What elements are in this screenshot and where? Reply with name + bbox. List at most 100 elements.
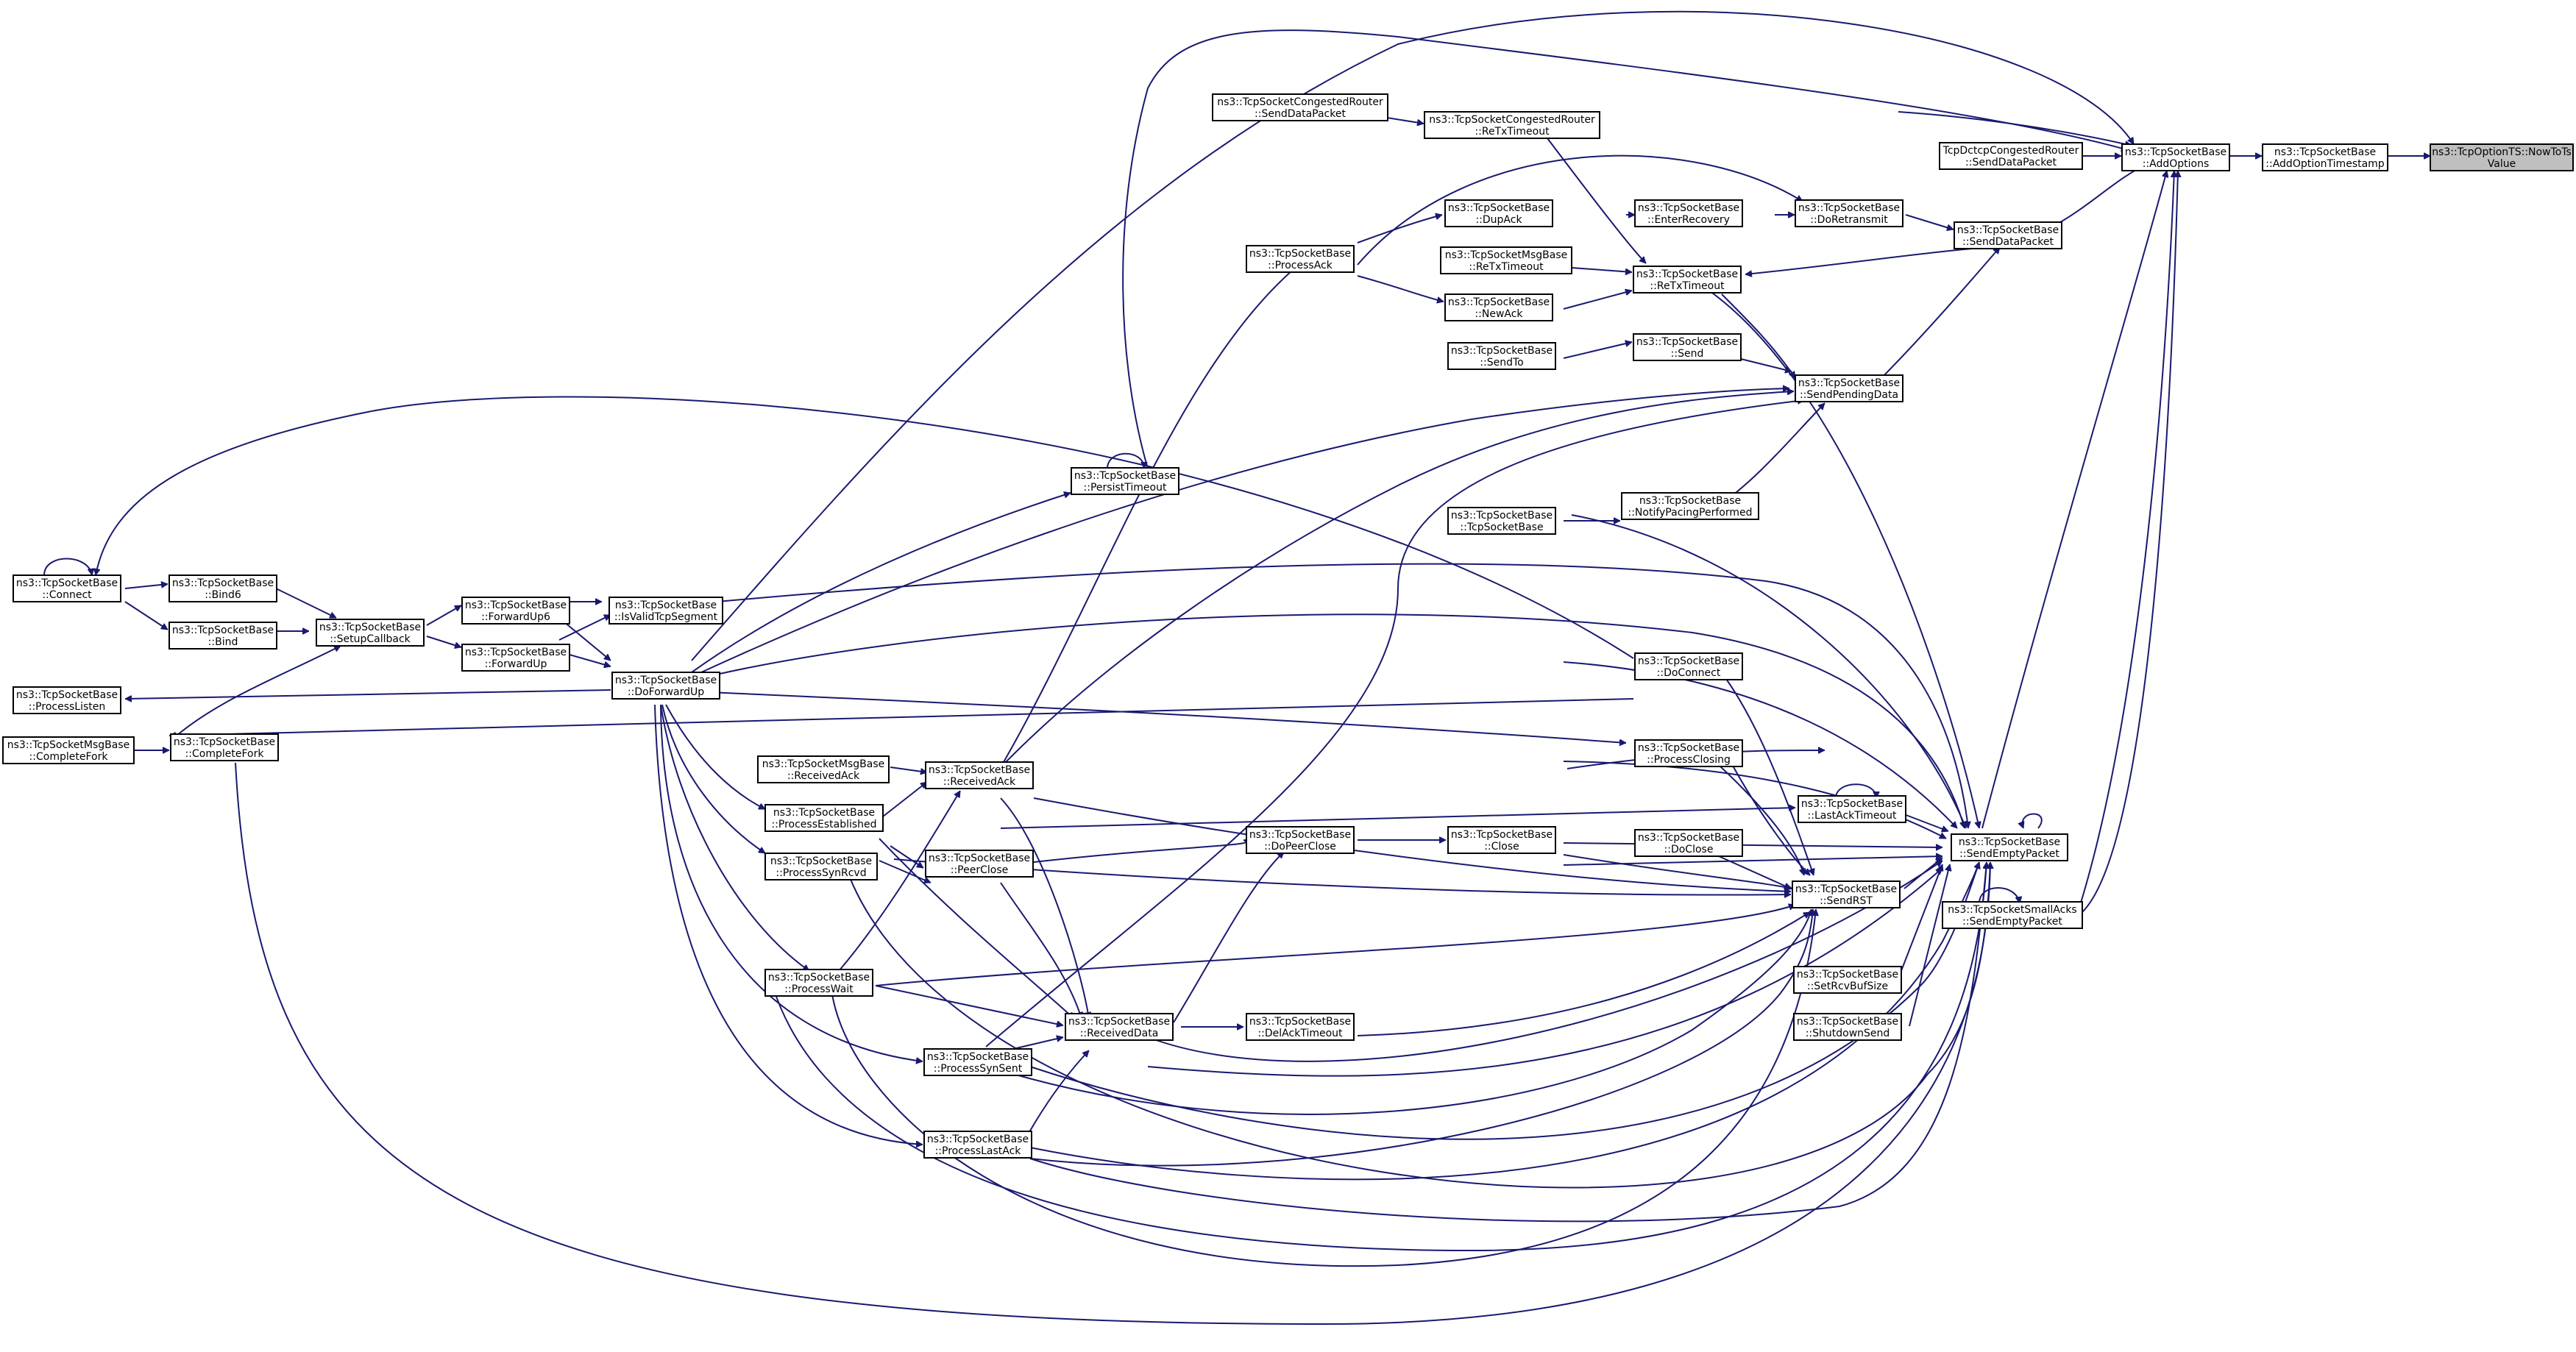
node-processsynsent[interactable]: ns3::TcpSocketBase ::ProcessSynSent xyxy=(923,1048,1032,1076)
node-sendpendingdata-line2: ::SendPendingData xyxy=(1800,389,1898,401)
node-processclosing-line2: ::ProcessClosing xyxy=(1647,754,1731,766)
node-processclosing[interactable]: ns3::TcpSocketBase ::ProcessClosing xyxy=(1634,739,1743,767)
node-dctcp-send[interactable]: TcpDctcpCongestedRouter ::SendDataPacket xyxy=(1939,142,2083,170)
node-close-line2: ::Close xyxy=(1484,841,1519,853)
node-msg-retx-line1: ns3::TcpSocketMsgBase xyxy=(1445,249,1567,261)
node-persisttimeout-line2: ::PersistTimeout xyxy=(1084,482,1167,494)
node-doforwardup-line2: ::DoForwardUp xyxy=(628,686,704,698)
node-enterrecovery[interactable]: ns3::TcpSocketBase ::EnterRecovery xyxy=(1634,199,1743,227)
call-graph-nodes: ns3::TcpOptionTS::NowToTs Value ns3::Tcp… xyxy=(2,93,2574,1159)
node-delacktimeout-line2: ::DelAckTimeout xyxy=(1257,1028,1343,1039)
node-sendrst-line2: ::SendRST xyxy=(1820,895,1873,907)
node-delacktimeout-line1: ns3::TcpSocketBase xyxy=(1249,1016,1351,1028)
node-nowtots-line2: Value xyxy=(2488,158,2516,170)
node-nowtots[interactable]: ns3::TcpOptionTS::NowToTs Value xyxy=(2430,143,2574,171)
node-processack-line2: ::ProcessAck xyxy=(1268,260,1333,271)
node-forwardup-line1: ns3::TcpSocketBase xyxy=(465,647,567,658)
node-peerclose-line1: ns3::TcpSocketBase xyxy=(929,853,1030,864)
node-dupack-line2: ::DupAck xyxy=(1475,214,1522,226)
node-isvalidtcpsegment[interactable]: ns3::TcpSocketBase ::IsValidTcpSegment xyxy=(608,597,723,625)
node-cr-retx[interactable]: ns3::TcpSocketCongestedRouter ::ReTxTime… xyxy=(1424,111,1600,139)
node-peerclose[interactable]: ns3::TcpSocketBase ::PeerClose xyxy=(925,850,1034,878)
node-cr-retx-line1: ns3::TcpSocketCongestedRouter xyxy=(1429,114,1595,126)
node-newack-line2: ::NewAck xyxy=(1475,308,1523,320)
node-dupack-line1: ns3::TcpSocketBase xyxy=(1448,202,1550,214)
node-lastacktimeout[interactable]: ns3::TcpSocketBase ::LastAckTimeout xyxy=(1798,795,1906,823)
node-processack-line1: ns3::TcpSocketBase xyxy=(1249,248,1351,260)
node-forwardup6[interactable]: ns3::TcpSocketBase ::ForwardUp6 xyxy=(461,597,570,625)
node-processsynsent-line2: ::ProcessSynSent xyxy=(934,1063,1023,1075)
node-addoptions[interactable]: ns3::TcpSocketBase ::AddOptions xyxy=(2121,143,2230,171)
node-setrcvbufsize[interactable]: ns3::TcpSocketBase ::SetRcvBufSize xyxy=(1793,966,1902,994)
node-doclose[interactable]: ns3::TcpSocketBase ::DoClose xyxy=(1634,829,1743,857)
node-processsynrcvd-line1: ns3::TcpSocketBase xyxy=(770,855,872,867)
node-processwait-line1: ns3::TcpSocketBase xyxy=(768,972,870,983)
node-retxtimeout-line2: ::ReTxTimeout xyxy=(1650,280,1725,292)
node-doretransmit[interactable]: ns3::TcpSocketBase ::DoRetransmit xyxy=(1795,199,1903,227)
node-bind[interactable]: ns3::TcpSocketBase ::Bind xyxy=(168,622,277,650)
node-dopeerclose-line1: ns3::TcpSocketBase xyxy=(1249,829,1351,841)
node-shutdownsend[interactable]: ns3::TcpSocketBase ::ShutdownSend xyxy=(1793,1013,1902,1041)
node-senddatapacket[interactable]: ns3::TcpSocketBase ::SendDataPacket xyxy=(1954,221,2062,249)
node-cr-send-line2: ::SendDataPacket xyxy=(1255,108,1346,120)
node-processestablished[interactable]: ns3::TcpSocketBase ::ProcessEstablished xyxy=(764,804,884,832)
node-connect[interactable]: ns3::TcpSocketBase ::Connect xyxy=(13,574,121,602)
node-newack-line1: ns3::TcpSocketBase xyxy=(1448,296,1550,308)
node-forwardup[interactable]: ns3::TcpSocketBase ::ForwardUp xyxy=(461,644,570,672)
node-processlastack[interactable]: ns3::TcpSocketBase ::ProcessLastAck xyxy=(923,1131,1032,1159)
node-smallacks-send[interactable]: ns3::TcpSocketSmallAcks ::SendEmptyPacke… xyxy=(1942,901,2083,929)
node-delacktimeout[interactable]: ns3::TcpSocketBase ::DelAckTimeout xyxy=(1246,1013,1355,1041)
node-newack[interactable]: ns3::TcpSocketBase ::NewAck xyxy=(1444,293,1553,321)
node-receiveddata-line2: ::ReceivedData xyxy=(1080,1028,1159,1039)
node-sendpendingdata[interactable]: ns3::TcpSocketBase ::SendPendingData xyxy=(1795,374,1903,402)
node-setupcallback[interactable]: ns3::TcpSocketBase ::SetupCallback xyxy=(316,619,425,647)
node-receiveddata[interactable]: ns3::TcpSocketBase ::ReceivedData xyxy=(1065,1013,1174,1041)
node-retxtimeout[interactable]: ns3::TcpSocketBase ::ReTxTimeout xyxy=(1633,266,1742,293)
node-processwait[interactable]: ns3::TcpSocketBase ::ProcessWait xyxy=(764,969,873,997)
node-msg-receivedack-line1: ns3::TcpSocketMsgBase xyxy=(762,758,884,770)
node-persisttimeout[interactable]: ns3::TcpSocketBase ::PersistTimeout xyxy=(1071,467,1179,495)
node-persisttimeout-line1: ns3::TcpSocketBase xyxy=(1074,470,1176,482)
node-doconnect[interactable]: ns3::TcpSocketBase ::DoConnect xyxy=(1634,652,1743,680)
node-dupack[interactable]: ns3::TcpSocketBase ::DupAck xyxy=(1444,199,1553,227)
node-processlastack-line1: ns3::TcpSocketBase xyxy=(927,1134,1029,1145)
node-doforwardup[interactable]: ns3::TcpSocketBase ::DoForwardUp xyxy=(611,672,720,700)
node-msg-completefork[interactable]: ns3::TcpSocketMsgBase ::CompleteFork xyxy=(2,736,135,764)
node-forwardup6-line1: ns3::TcpSocketBase xyxy=(465,599,567,611)
node-msg-receivedack[interactable]: ns3::TcpSocketMsgBase ::ReceivedAck xyxy=(757,755,890,783)
node-dopeerclose[interactable]: ns3::TcpSocketBase ::DoPeerClose xyxy=(1246,826,1355,854)
node-isvalidtcpsegment-line2: ::IsValidTcpSegment xyxy=(614,611,718,623)
node-nowtots-line1: ns3::TcpOptionTS::NowToTs xyxy=(2432,146,2572,158)
node-notifypacing[interactable]: ns3::TcpSocketBase ::NotifyPacingPerform… xyxy=(1621,492,1759,520)
node-tcpsocketbase-line1: ns3::TcpSocketBase xyxy=(1451,510,1553,522)
node-setupcallback-line1: ns3::TcpSocketBase xyxy=(319,622,421,633)
node-processlisten[interactable]: ns3::TcpSocketBase ::ProcessListen xyxy=(13,686,121,714)
node-receivedack[interactable]: ns3::TcpSocketBase ::ReceivedAck xyxy=(925,761,1034,789)
node-cr-send[interactable]: ns3::TcpSocketCongestedRouter ::SendData… xyxy=(1212,93,1388,121)
node-completefork[interactable]: ns3::TcpSocketBase ::CompleteFork xyxy=(170,733,279,761)
node-completefork-line2: ::CompleteFork xyxy=(185,748,265,760)
node-processwait-line2: ::ProcessWait xyxy=(784,983,854,995)
node-close[interactable]: ns3::TcpSocketBase ::Close xyxy=(1447,826,1556,854)
node-send[interactable]: ns3::TcpSocketBase ::Send xyxy=(1633,333,1742,361)
node-forwardup-line2: ::ForwardUp xyxy=(485,658,547,670)
node-sendemptypacket[interactable]: ns3::TcpSocketBase ::SendEmptyPacket xyxy=(1951,833,2068,861)
node-smallacks-send-line2: ::SendEmptyPacket xyxy=(1962,916,2062,928)
node-sendto[interactable]: ns3::TcpSocketBase ::SendTo xyxy=(1447,342,1556,370)
node-processsynrcvd[interactable]: ns3::TcpSocketBase ::ProcessSynRcvd xyxy=(764,853,878,880)
node-bind6-line1: ns3::TcpSocketBase xyxy=(172,577,274,589)
node-bind-line1: ns3::TcpSocketBase xyxy=(172,625,274,636)
node-smallacks-send-line1: ns3::TcpSocketSmallAcks xyxy=(1948,904,2076,916)
node-sendrst[interactable]: ns3::TcpSocketBase ::SendRST xyxy=(1792,880,1901,908)
call-edges xyxy=(43,10,2430,1326)
node-msg-completefork-line2: ::CompleteFork xyxy=(29,751,109,763)
node-msg-retx[interactable]: ns3::TcpSocketMsgBase ::ReTxTimeout xyxy=(1440,246,1572,274)
node-tcpsocketbase[interactable]: ns3::TcpSocketBase ::TcpSocketBase xyxy=(1447,507,1556,535)
node-forwardup6-line2: ::ForwardUp6 xyxy=(481,611,550,623)
node-processack[interactable]: ns3::TcpSocketBase ::ProcessAck xyxy=(1246,245,1355,273)
node-addopttimestamp[interactable]: ns3::TcpSocketBase ::AddOptionTimestamp xyxy=(2262,143,2388,171)
node-setupcallback-line2: ::SetupCallback xyxy=(330,633,411,645)
node-bind6[interactable]: ns3::TcpSocketBase ::Bind6 xyxy=(168,574,277,602)
node-senddatapacket-line1: ns3::TcpSocketBase xyxy=(1957,224,2059,236)
